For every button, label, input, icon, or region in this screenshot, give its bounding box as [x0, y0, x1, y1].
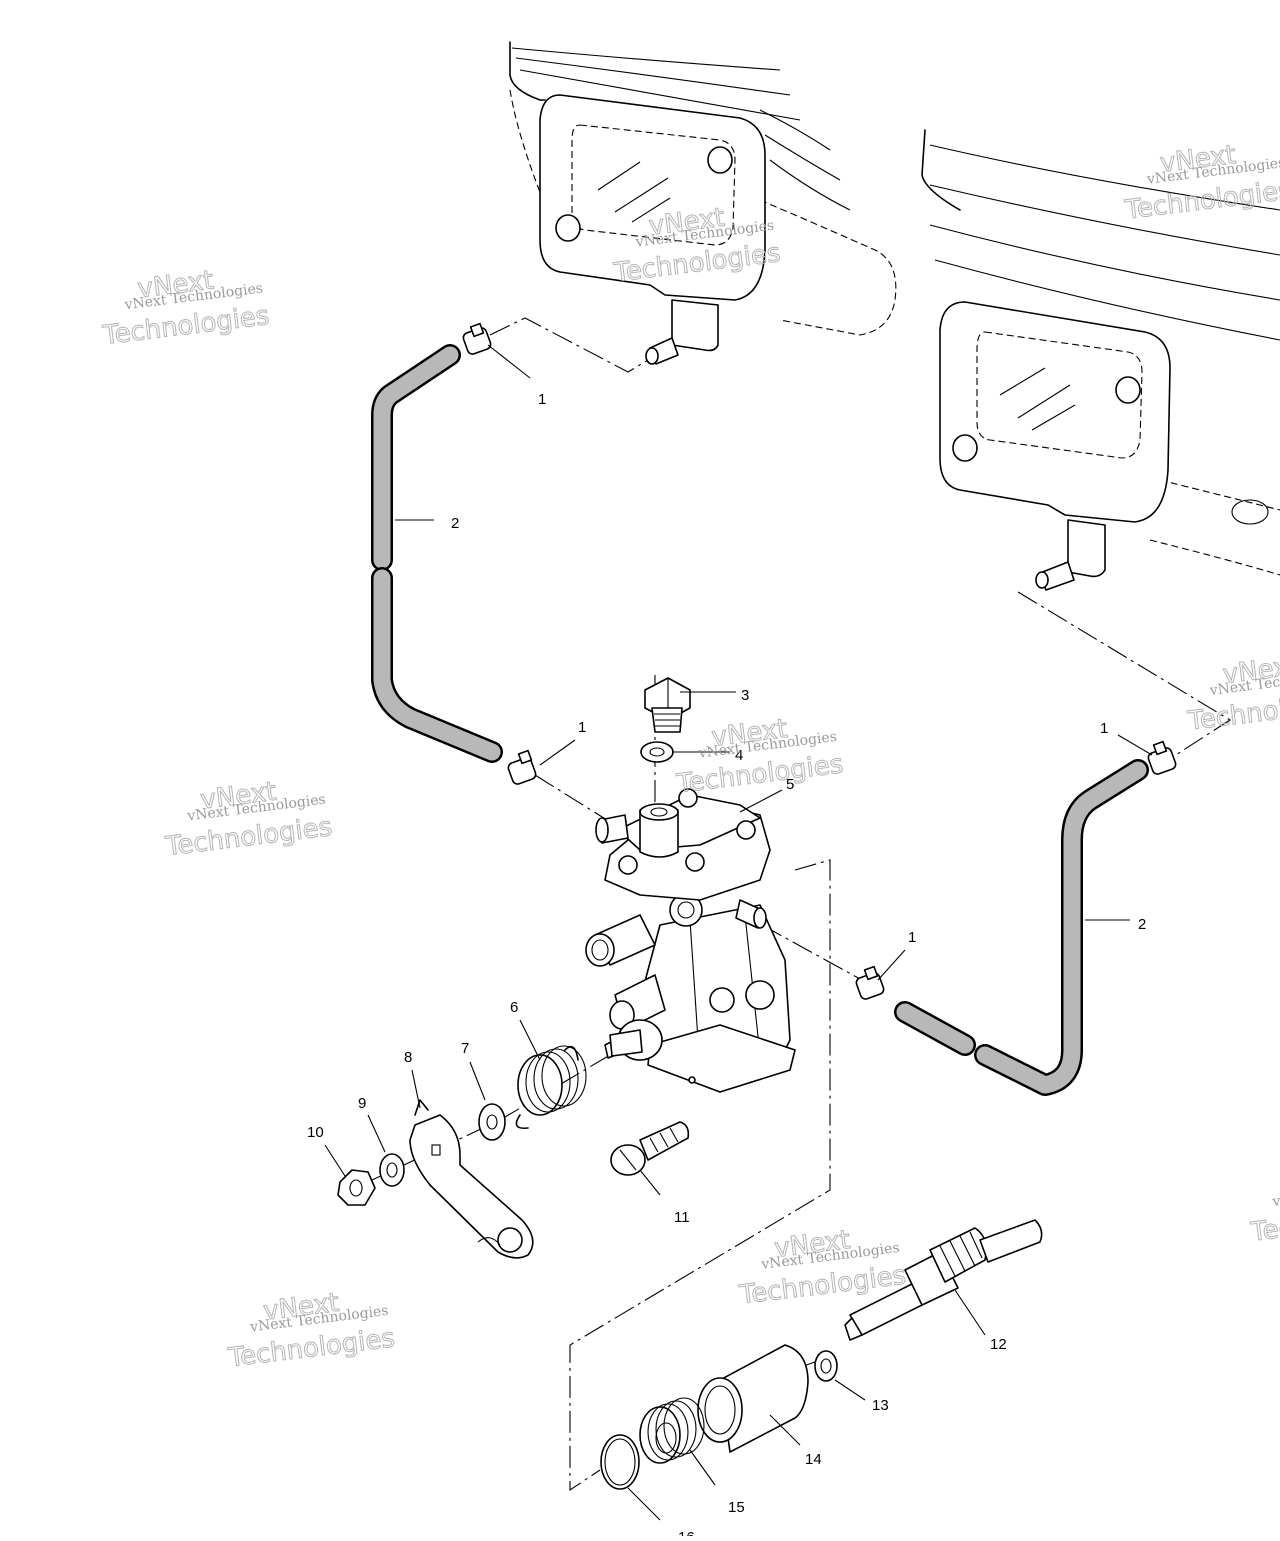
- callout-5: 5: [786, 776, 794, 793]
- callout-8: 8: [404, 1049, 412, 1066]
- watermark-tr: vNext vNext Technologies Technologies: [1122, 139, 1280, 226]
- watermark-tl: vNext vNext Technologies Technologies: [100, 265, 271, 352]
- flat-washer-7: [478, 1103, 506, 1141]
- sealing-washer: [640, 741, 674, 763]
- watermark-mr: vNext vNext Technologies Technologies: [1185, 651, 1280, 738]
- o-ring-16: [600, 1434, 640, 1490]
- oil-pump: [585, 788, 796, 1093]
- watermark-ml: vNext vNext Technologies Technologies: [163, 776, 334, 863]
- hoses: [371, 344, 1149, 1096]
- callout-9: 9: [358, 1095, 366, 1112]
- hose-left-upper: [373, 346, 459, 569]
- left-cylinder: [509, 41, 897, 365]
- callout-6: 6: [510, 999, 518, 1016]
- callout-3: 3: [741, 687, 749, 704]
- callout-1-mid: 1: [578, 719, 586, 736]
- callout-14: 14: [805, 1451, 822, 1468]
- clamp-right-top: [1147, 740, 1177, 775]
- callout-1-lower-right: 1: [908, 929, 916, 946]
- return-spring: [515, 1045, 587, 1130]
- watermark-word-technologies: Technologies: [1123, 175, 1280, 225]
- pump-drive-shaft: [844, 1219, 1043, 1341]
- callout-4: 4: [735, 747, 743, 764]
- watermark-small: vNext Technologies: [1271, 1177, 1280, 1210]
- clamp-mid-left: [507, 749, 537, 785]
- callout-15: 15: [728, 1499, 745, 1516]
- callout-10: 10: [307, 1124, 324, 1141]
- callout-11: 11: [674, 1209, 690, 1226]
- callout-12: 12: [990, 1336, 1007, 1353]
- banjo-bolt: [644, 677, 691, 733]
- callout-13: 13: [872, 1397, 889, 1414]
- right-cylinder: [921, 129, 1280, 591]
- pump-spring-15: [639, 1397, 705, 1464]
- callout-1-top: 1: [538, 391, 546, 408]
- thrust-washer-13: [814, 1350, 838, 1382]
- watermark-mc: vNext vNext Technologies Technologies: [674, 713, 845, 800]
- callout-7: 7: [461, 1040, 469, 1057]
- callout-labels: 1 2 3 1 4 5 1 1 2 6 7 8 9 10 11 12 13 14…: [307, 391, 1146, 1541]
- watermark-br: vNext vNext Technologies Technologies: [1248, 1177, 1280, 1248]
- hex-nut-10: [337, 1169, 376, 1206]
- leader-lines: [324, 344, 1153, 1521]
- watermark-bl: vNext vNext Technologies Technologies: [226, 1287, 397, 1374]
- mounting-screw: [610, 1121, 690, 1176]
- control-lever: [409, 1099, 534, 1259]
- hose-left-lower: [373, 569, 501, 761]
- clamp-right-mid: [855, 965, 885, 1000]
- callout-16: 16: [678, 1529, 695, 1536]
- callout-1-right: 1: [1100, 720, 1108, 737]
- lock-washer-9: [379, 1153, 405, 1187]
- callout-2-left: 2: [451, 515, 459, 532]
- pump-sleeve: [697, 1344, 809, 1453]
- hose-clamps: [462, 322, 1177, 1000]
- hose-right: [976, 761, 1147, 1094]
- hose-short: [896, 1003, 974, 1054]
- clamp-top-left: [462, 322, 492, 355]
- callout-2-right: 2: [1138, 916, 1146, 933]
